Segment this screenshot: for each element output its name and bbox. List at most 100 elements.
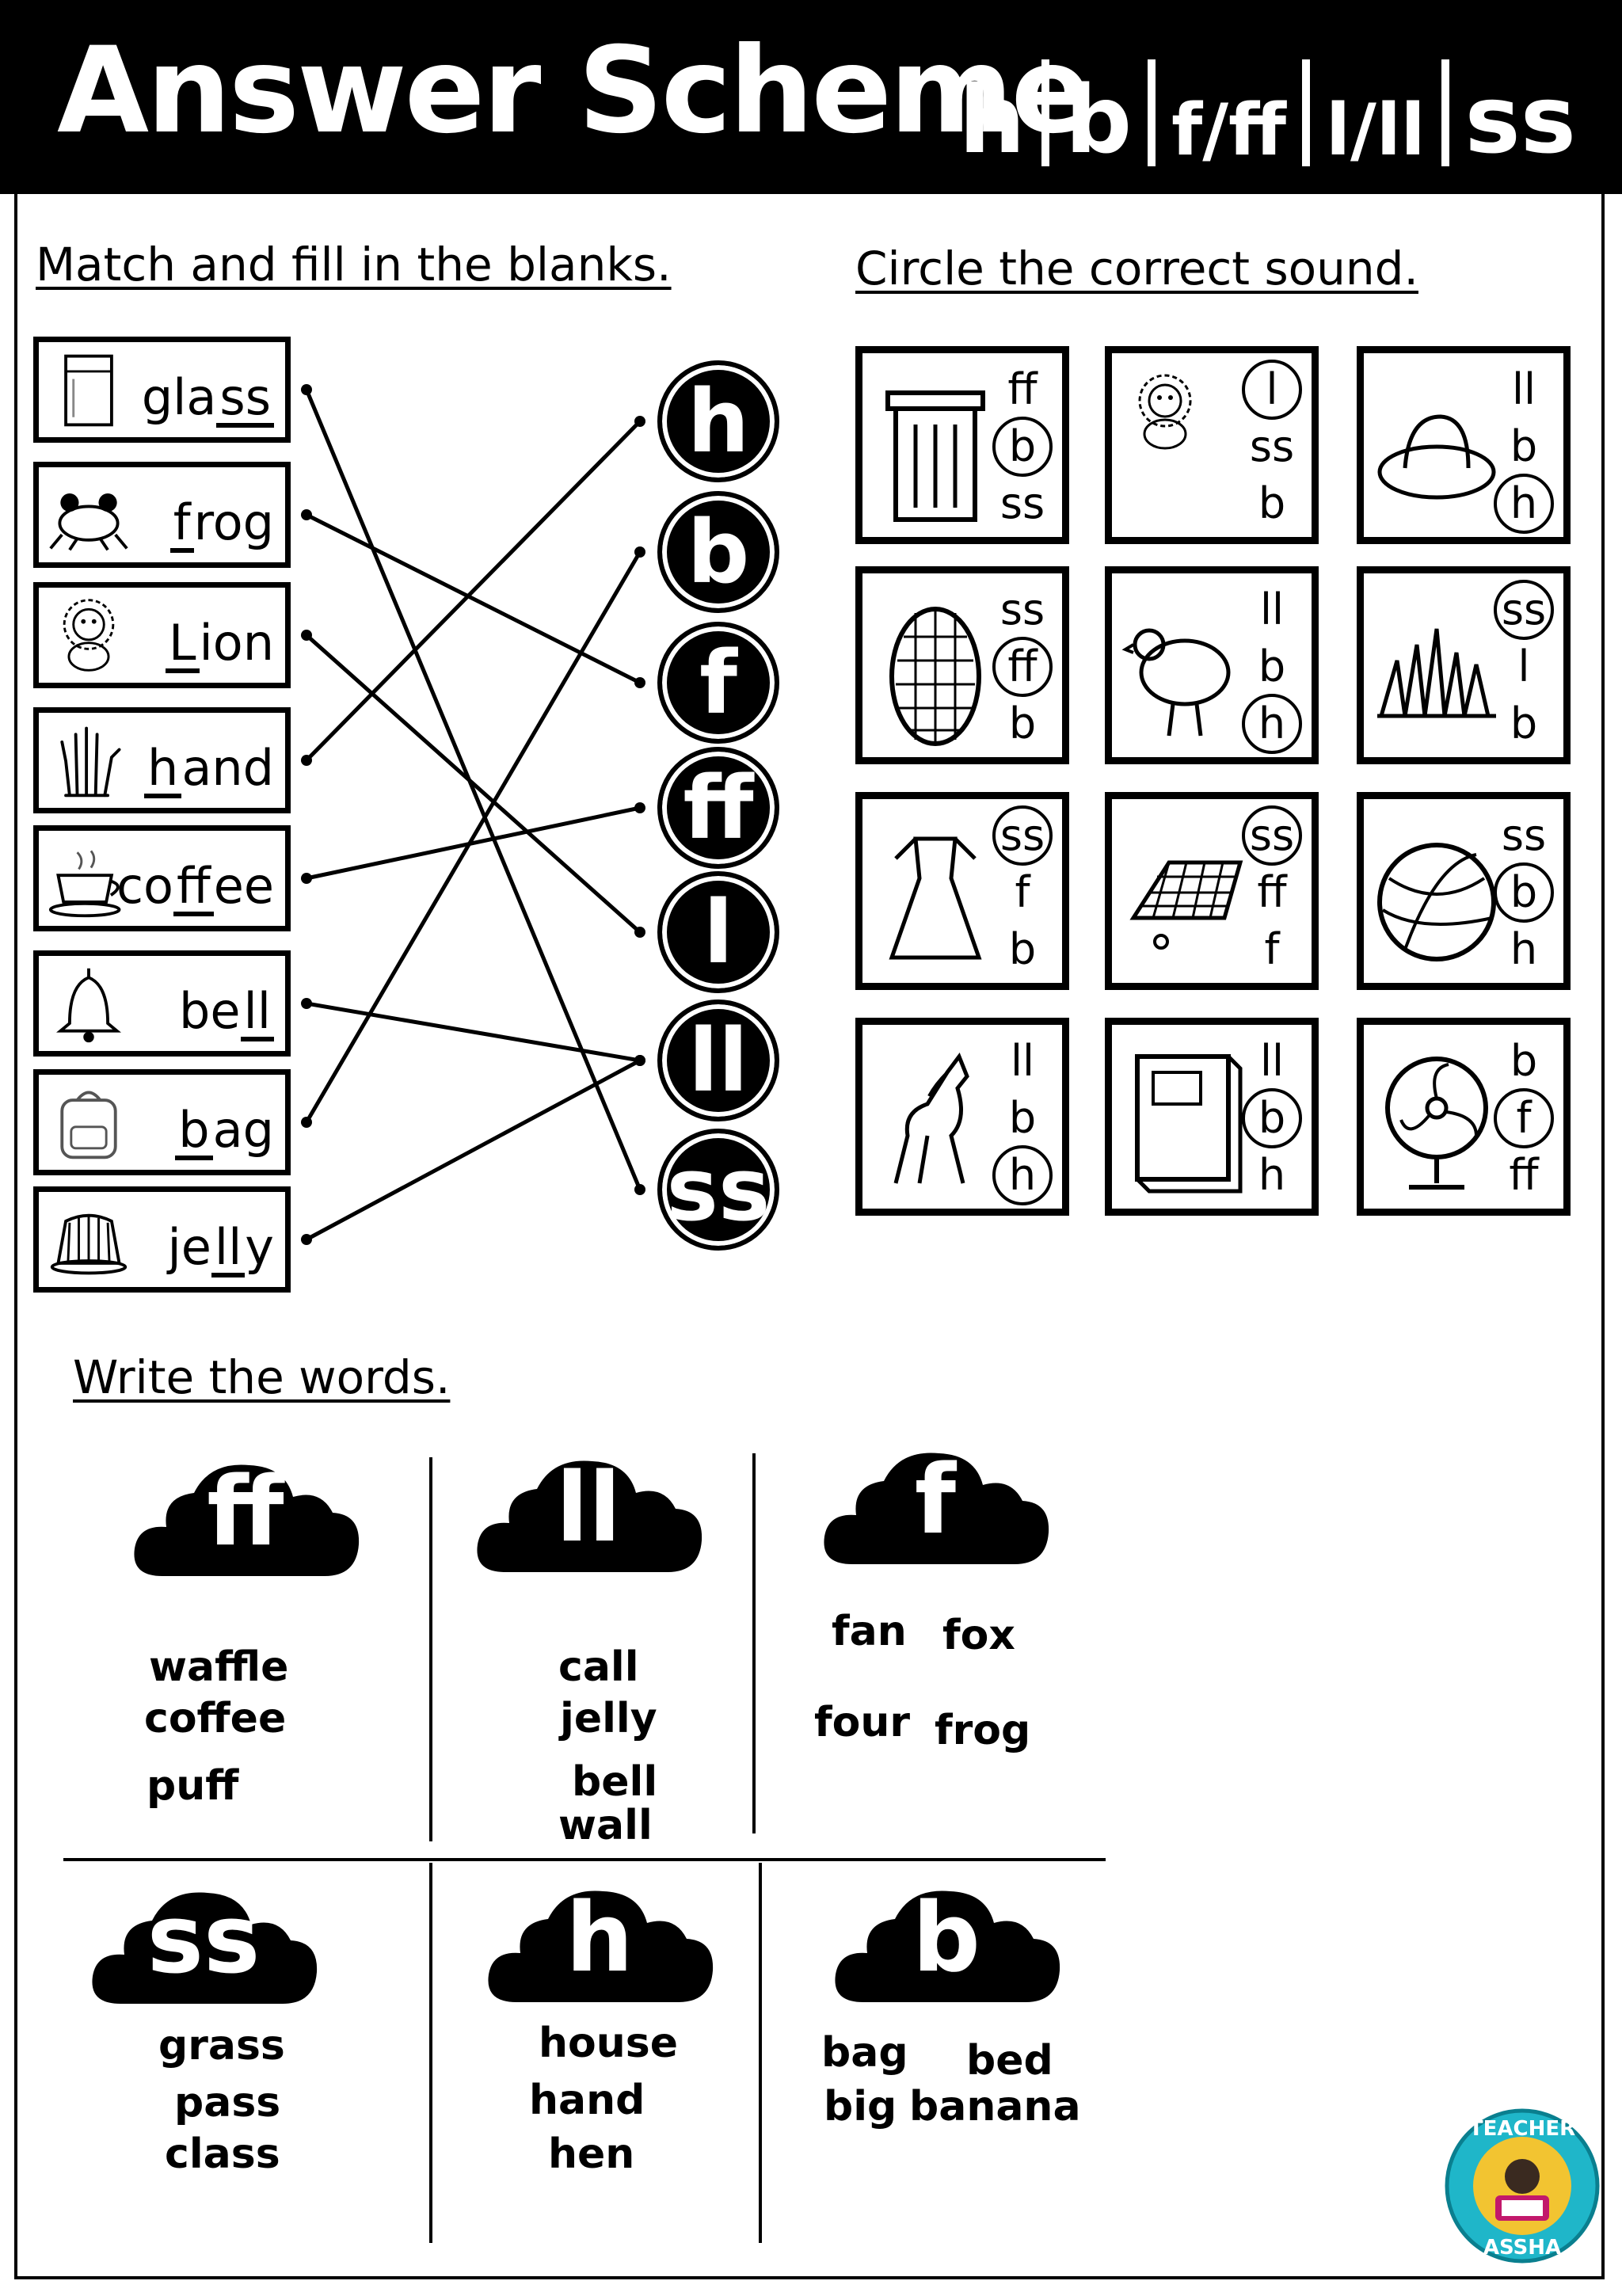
sound-option[interactable]: b xyxy=(1008,1093,1037,1143)
hen-icon xyxy=(1121,628,1231,737)
trash-can-icon xyxy=(872,369,999,527)
sound-option[interactable]: ss xyxy=(999,478,1045,528)
hen-icon xyxy=(1121,589,1248,748)
word-blank-answer[interactable]: f xyxy=(169,497,194,553)
circled-sound-option[interactable]: h xyxy=(1494,474,1554,534)
sound-option[interactable]: ff xyxy=(1007,364,1038,414)
circled-sound-option[interactable]: ss xyxy=(1494,580,1554,640)
sound-option[interactable]: b xyxy=(1258,478,1286,528)
header-separator xyxy=(1148,59,1156,166)
lion-icon xyxy=(45,594,132,678)
sound-option[interactable]: ll xyxy=(1259,584,1284,634)
frog-icon xyxy=(45,474,132,558)
written-word: bell xyxy=(572,1758,658,1806)
divider-vertical xyxy=(429,1863,432,2243)
cloud-icon xyxy=(477,1460,702,1572)
sound-option[interactable]: ff xyxy=(1509,1150,1539,1200)
sound-option[interactable]: h xyxy=(1258,1150,1286,1200)
match-sound-circle[interactable]: b xyxy=(657,491,779,613)
cloud-icon xyxy=(92,1892,318,2004)
word-prefix: co xyxy=(116,856,173,915)
sound-cloud: h xyxy=(485,1883,714,2018)
book-icon xyxy=(1121,1041,1248,1199)
sound-option[interactable]: ff xyxy=(1257,867,1287,917)
sound-option[interactable]: ll xyxy=(1511,364,1536,414)
bag-icon xyxy=(60,1091,117,1159)
sound-option[interactable]: ss xyxy=(1249,421,1295,471)
sound-option[interactable]: h xyxy=(1510,924,1538,974)
hat-icon xyxy=(1373,369,1500,527)
circled-sound-option[interactable]: b xyxy=(1242,1088,1302,1148)
ball-icon xyxy=(1373,815,1500,973)
circled-sound-option[interactable]: l xyxy=(1242,360,1302,420)
horse-icon xyxy=(893,1052,969,1184)
match-word: bell xyxy=(179,982,274,1041)
circled-sound-option[interactable]: ff xyxy=(992,637,1053,697)
sound-option[interactable]: ss xyxy=(999,584,1045,634)
sound-option[interactable]: b xyxy=(1258,642,1286,691)
hand-icon xyxy=(45,719,132,803)
match-word: coffee xyxy=(116,857,274,916)
written-word: fan xyxy=(832,1608,907,1655)
circled-sound-option[interactable]: h xyxy=(992,1145,1053,1205)
word-blank-answer[interactable]: ss xyxy=(216,371,274,428)
match-sound-circle[interactable]: h xyxy=(657,360,779,482)
match-word: glass xyxy=(142,368,274,428)
header-sound-l: l/ll xyxy=(1326,89,1426,172)
match-sound-circle[interactable]: f xyxy=(657,622,779,744)
lion-icon xyxy=(63,599,115,672)
circled-sound-option[interactable]: f xyxy=(1494,1088,1554,1148)
word-suffix: rog xyxy=(193,493,274,551)
coffee-icon xyxy=(48,850,121,918)
sound-cloud: ss xyxy=(89,1885,318,2020)
word-prefix: be xyxy=(179,981,241,1040)
match-sound-circle[interactable]: l xyxy=(657,871,779,993)
match-sound-circle[interactable]: ss xyxy=(657,1129,779,1251)
word-blank-answer[interactable]: h xyxy=(144,742,182,798)
match-sound-circle[interactable]: ll xyxy=(657,1000,779,1121)
sound-option[interactable]: b xyxy=(1510,699,1538,748)
match-sound-circle[interactable]: ff xyxy=(657,747,779,869)
jelly-icon xyxy=(50,1213,128,1275)
circled-sound-option[interactable]: b xyxy=(1494,862,1554,923)
sound-option[interactable]: ss xyxy=(1501,810,1547,860)
match-word-card: hand xyxy=(33,707,291,813)
sound-option[interactable]: b xyxy=(1008,699,1037,748)
header-bar: Answer Scheme h b f/ff l/ll ss xyxy=(0,0,1622,194)
word-suffix: y xyxy=(245,1217,274,1276)
circled-sound-option[interactable]: h xyxy=(1242,694,1302,754)
write-section-title: Write the words. xyxy=(73,1350,451,1404)
sound-option[interactable]: b xyxy=(1008,924,1037,974)
sound-option[interactable]: ll xyxy=(1259,1036,1284,1086)
sound-option[interactable]: l xyxy=(1517,642,1530,691)
written-word: call xyxy=(558,1643,639,1691)
match-word-card: coffee xyxy=(33,825,291,931)
divider-vertical xyxy=(429,1457,432,1841)
dress-icon xyxy=(872,815,999,973)
sound-option[interactable]: b xyxy=(1510,1036,1538,1086)
circled-sound-option[interactable]: ss xyxy=(1242,805,1302,866)
sound-option[interactable]: b xyxy=(1510,421,1538,471)
word-blank-answer[interactable]: ll xyxy=(240,985,274,1041)
word-blank-answer[interactable]: b xyxy=(175,1104,213,1160)
written-word: four xyxy=(814,1699,911,1746)
word-suffix: ag xyxy=(212,1100,274,1159)
header-sound-f: f/ff xyxy=(1171,89,1287,172)
sound-option[interactable]: ll xyxy=(1010,1036,1034,1086)
sound-cloud: f xyxy=(821,1445,1050,1580)
word-blank-answer[interactable]: ll xyxy=(211,1221,246,1277)
circled-sound-option[interactable]: ss xyxy=(992,805,1053,866)
cloud-sound-label: ff xyxy=(207,1457,284,1567)
word-prefix: gla xyxy=(141,367,217,426)
written-word: bed xyxy=(966,2037,1053,2085)
word-blank-answer[interactable]: ff xyxy=(173,860,214,916)
word-blank-answer[interactable]: L xyxy=(166,617,200,673)
header-sounds: h b f/ff l/ll ss xyxy=(945,59,1590,166)
written-word: banana xyxy=(909,2083,1081,2130)
svg-text:ASSHA: ASSHA xyxy=(1483,2236,1561,2260)
circled-sound-option[interactable]: b xyxy=(992,417,1053,477)
sound-option[interactable]: f xyxy=(1015,867,1030,917)
sound-option[interactable]: f xyxy=(1264,924,1280,974)
